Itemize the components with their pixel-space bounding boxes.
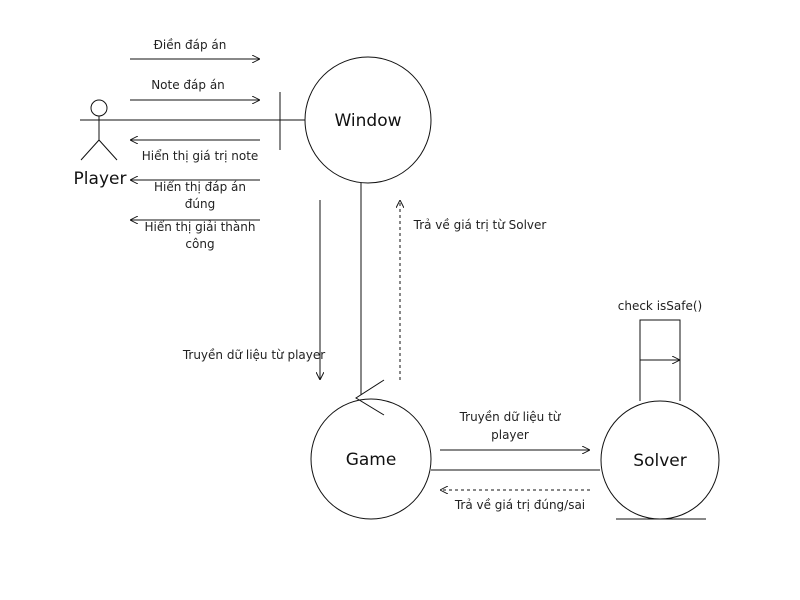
show-solved-label-1: Hiển thị giải thành (145, 220, 256, 234)
pass-to-solver-label-1: Truyền dữ liệu từ (459, 410, 562, 424)
pass-player-data-label: Truyền dữ liệu từ player (182, 348, 325, 362)
return-solver-value-label: Trả về giá trị từ Solver (413, 218, 547, 232)
game-node (310, 398, 432, 520)
solver-label: Solver (633, 451, 686, 471)
show-correct-label-2: đúng (185, 197, 215, 211)
control-arrowhead-icon (355, 379, 385, 416)
return-true-false-label: Trả về giá trị đúng/sai (454, 498, 585, 512)
note-answer-label: Note đáp án (151, 78, 225, 92)
window-node (304, 56, 432, 184)
player-label: Player (74, 169, 127, 189)
fill-answer-label: Điền đáp án (154, 38, 227, 52)
show-note-label: Hiển thị giá trị note (142, 149, 259, 163)
window-label: Window (334, 111, 401, 131)
show-correct-label-1: Hiển thị đáp án (154, 180, 246, 194)
game-label: Game (346, 450, 397, 470)
player-actor (80, 99, 118, 161)
pass-to-solver-label-2: player (491, 428, 529, 442)
check-is-safe-label: check isSafe() (618, 299, 702, 313)
show-solved-label-2: công (185, 237, 214, 251)
